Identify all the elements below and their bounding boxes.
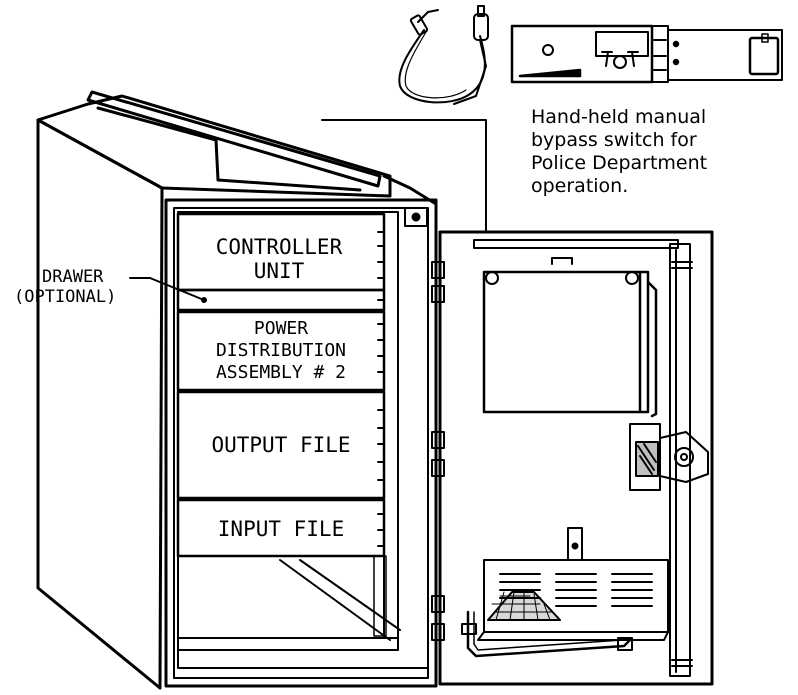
drawer-leader-line xyxy=(129,277,205,301)
module-stack xyxy=(176,212,386,558)
pda-label-line3: ASSEMBLY # 2 xyxy=(216,362,346,383)
vent-filter xyxy=(461,527,669,658)
pda-label-line1: POWER xyxy=(254,318,308,339)
power-distribution-module xyxy=(176,310,386,392)
cabinet-top xyxy=(36,94,392,198)
police-panel-switch xyxy=(510,24,783,84)
input-file-module xyxy=(176,498,386,558)
caption-line1: Hand-held manual xyxy=(531,106,707,128)
pda-label-line2: DISTRIBUTION xyxy=(216,340,346,361)
document-pocket xyxy=(482,270,658,418)
caption-line3: Police Department xyxy=(531,152,708,174)
output-file-label: OUTPUT FILE xyxy=(211,433,350,457)
drawer-module xyxy=(176,288,386,312)
door-hinges xyxy=(431,261,445,641)
cabinet-front-frame xyxy=(164,198,438,688)
caption-leader-line xyxy=(321,119,487,233)
input-file-label: INPUT FILE xyxy=(218,517,344,541)
controller-label-line1: CONTROLLER xyxy=(216,235,343,259)
controller-label-line2: UNIT xyxy=(254,259,305,283)
cabinet-top-rail xyxy=(86,90,382,192)
drawer-label-line1: DRAWER xyxy=(42,267,104,287)
hand-held-bypass-switch xyxy=(398,5,489,105)
caption-line4: operation. xyxy=(531,175,629,197)
drawer-label-line2: (OPTIONAL) xyxy=(14,287,116,307)
door-panel xyxy=(438,230,714,686)
bypass-switch-caption: Hand-held manual bypass switch for Polic… xyxy=(531,106,771,198)
door-lock xyxy=(629,423,709,491)
caption-line2: bypass switch for xyxy=(531,129,697,151)
cabinet-door xyxy=(438,230,714,686)
cabinet-left-side xyxy=(36,118,164,690)
cabinet-body xyxy=(36,90,438,690)
